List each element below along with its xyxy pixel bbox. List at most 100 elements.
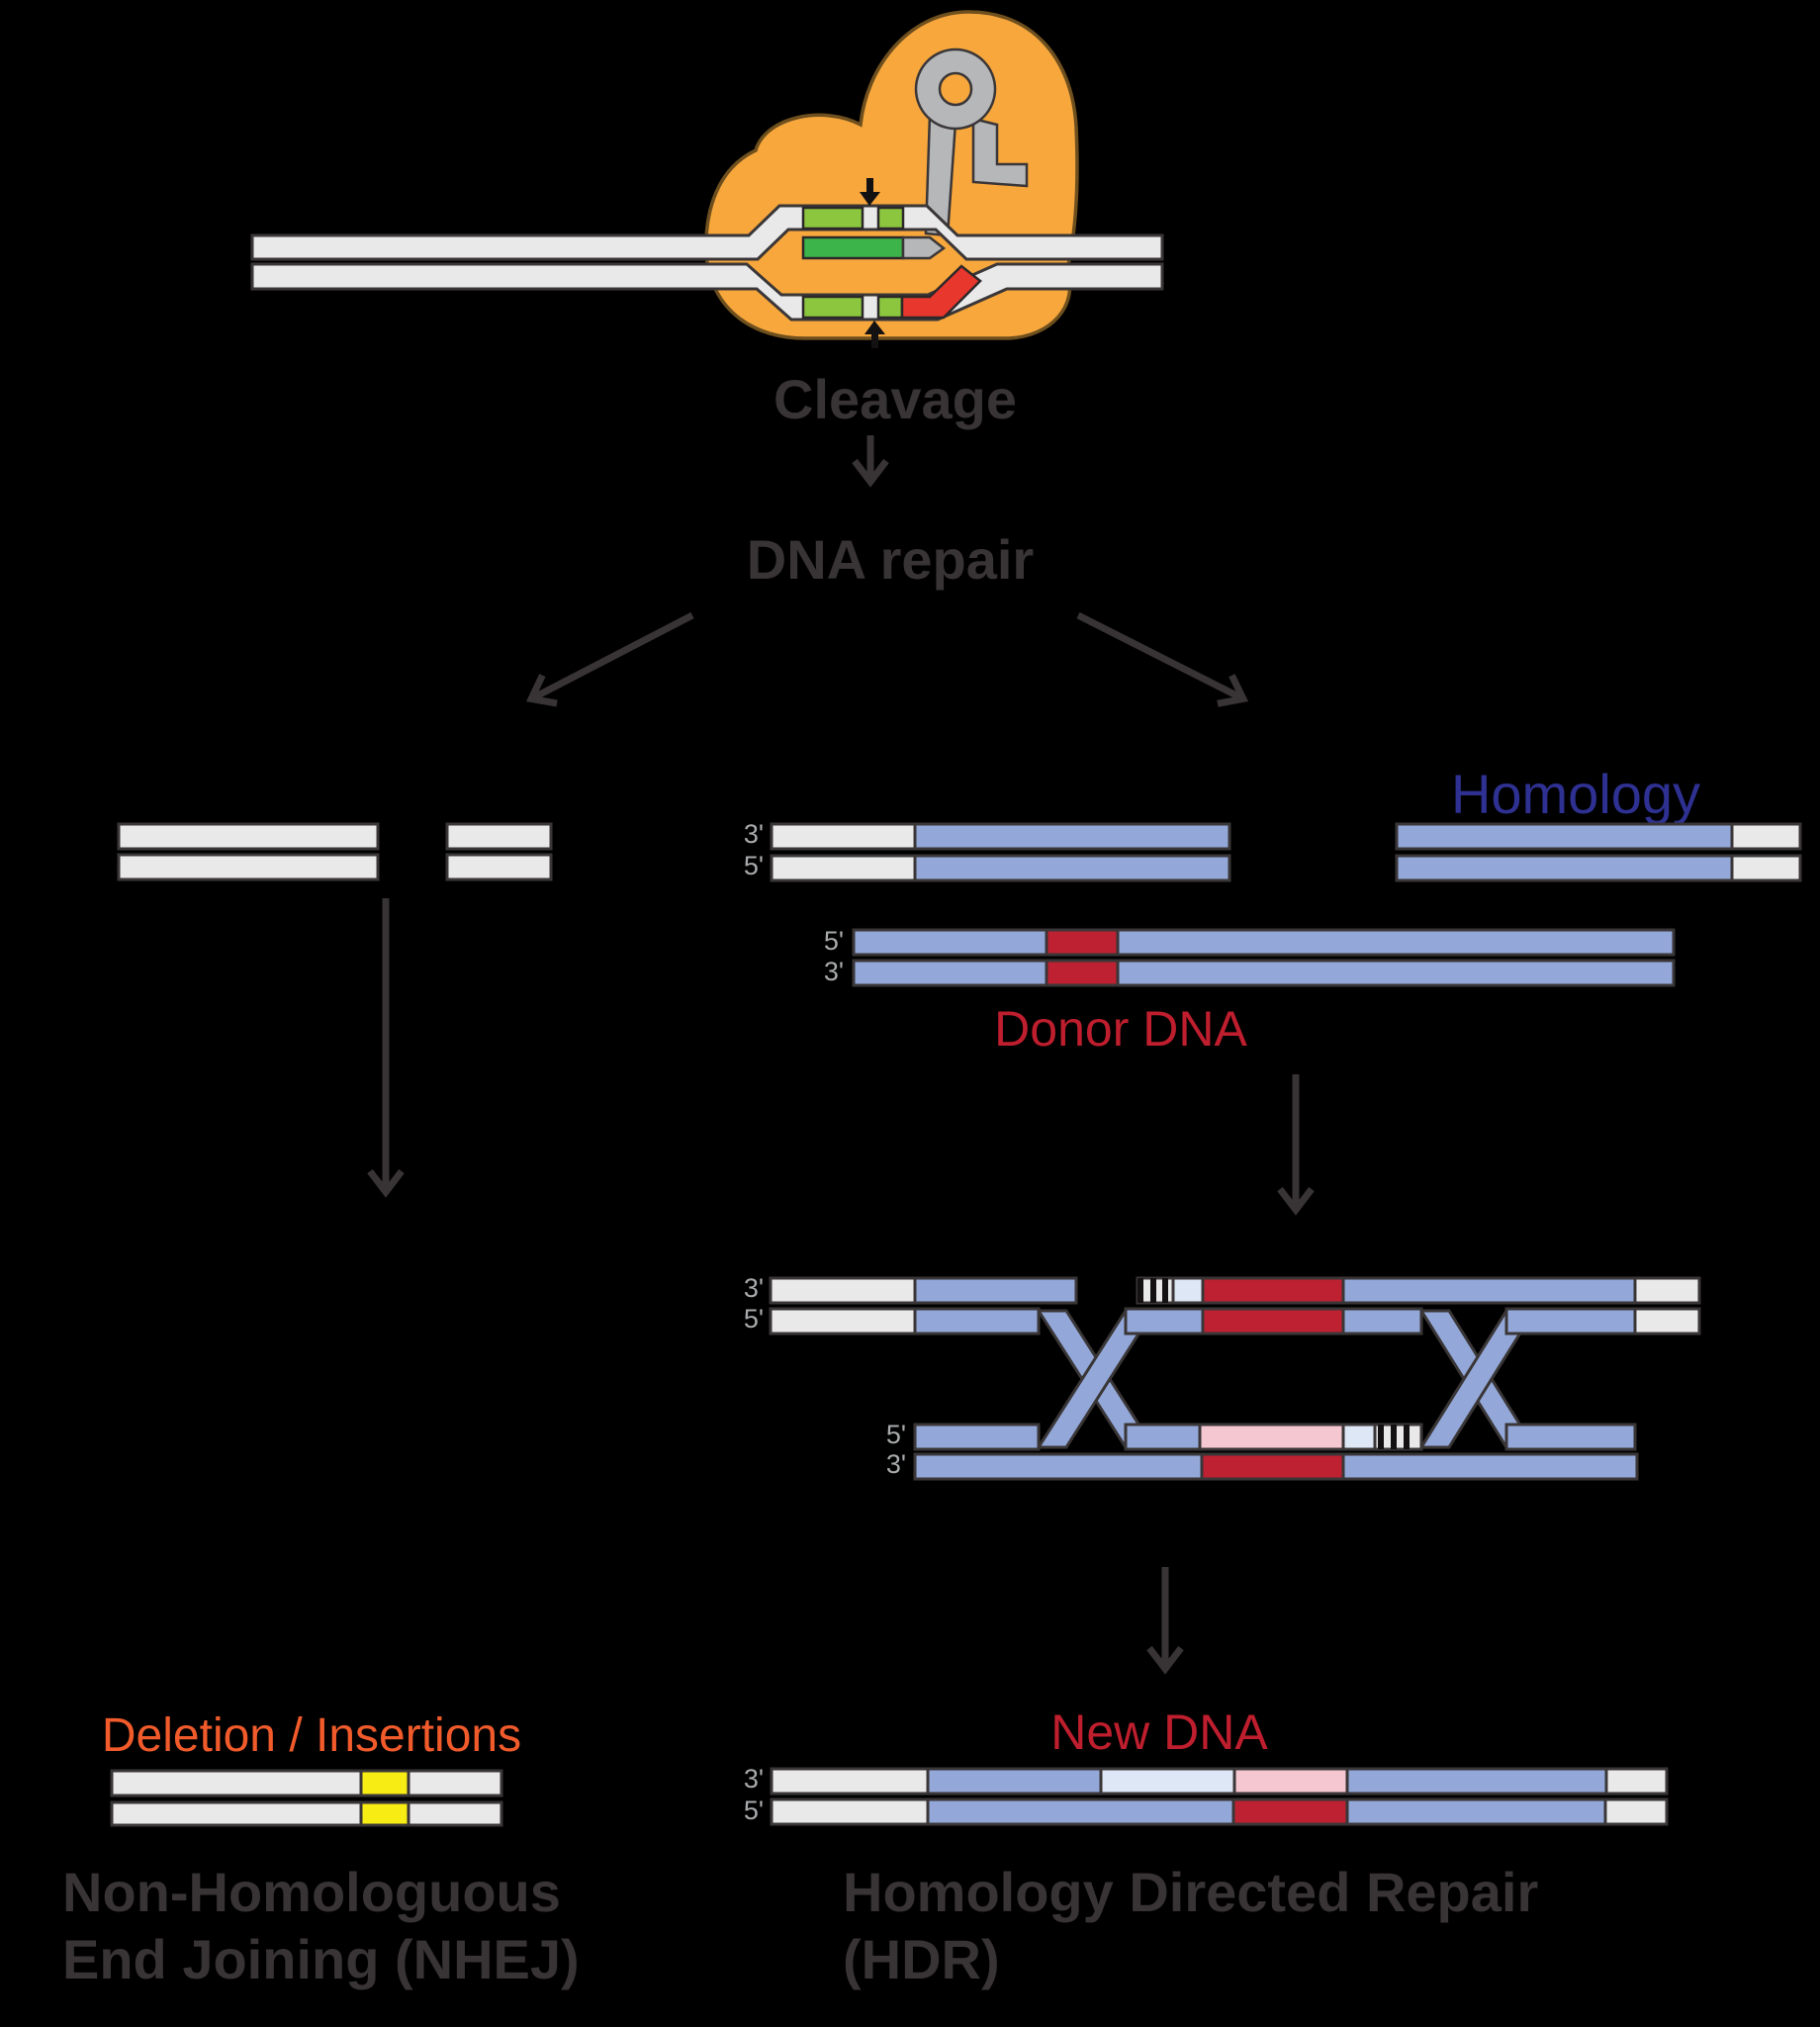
cut-site-arrow-top-icon — [860, 178, 880, 206]
segment — [1124, 1307, 1205, 1336]
sgrna-hairpin-hole — [938, 71, 973, 107]
hdr-cut-dna-row: 3' 5' — [744, 819, 1802, 882]
guide-match-top-right — [876, 206, 905, 230]
arrow-to-nhej-branch — [525, 611, 694, 707]
broken-dna-right-bottom — [445, 853, 553, 881]
segment — [1504, 1423, 1637, 1451]
donor-dna-label: Donor DNA — [994, 1001, 1247, 1057]
segment — [1200, 1452, 1345, 1481]
segment — [1395, 854, 1734, 882]
rna-dna-duplex — [801, 235, 905, 260]
segment — [1045, 928, 1120, 957]
sgrna-3prime-cap-icon — [901, 235, 947, 260]
prime-label: 3' — [824, 957, 844, 986]
segment — [1504, 1307, 1637, 1336]
homology-label: Homology — [1451, 763, 1700, 825]
nick-hatch — [1162, 1278, 1168, 1303]
segment — [1345, 1767, 1608, 1796]
segment — [1124, 1423, 1202, 1451]
cas9-complex — [250, 10, 1164, 348]
segment — [769, 1307, 917, 1336]
segment — [1730, 822, 1802, 851]
cut-site-arrow-bottom-icon — [864, 321, 885, 348]
nhej-title-line2: End Joining (NHEJ) — [62, 1928, 580, 1990]
broken-dna-left-bottom — [117, 853, 380, 881]
segment — [1171, 1276, 1205, 1305]
segment — [913, 1423, 1041, 1451]
hdr-title-line1: Homology Directed Repair — [843, 1861, 1538, 1923]
segment — [1345, 1797, 1607, 1826]
segment — [1116, 928, 1676, 957]
segment — [1730, 854, 1802, 882]
dna-strand-top — [250, 204, 1164, 261]
segment — [1341, 1307, 1423, 1336]
new-dna-label: New DNA — [1050, 1705, 1268, 1760]
segment — [913, 1452, 1204, 1481]
segment — [913, 854, 1231, 882]
prime-label: 3' — [744, 819, 764, 849]
segment — [1116, 959, 1676, 987]
segment — [1633, 1276, 1701, 1305]
segment — [1341, 1276, 1637, 1305]
nhej-title-line1: Non-Homologuous — [62, 1861, 561, 1923]
prime-label: 5' — [744, 1304, 764, 1334]
prime-label: 5' — [886, 1420, 906, 1449]
segment — [1341, 1423, 1377, 1451]
segment — [913, 1307, 1041, 1336]
segment — [770, 1767, 930, 1796]
nhej-bar-top — [110, 1769, 503, 1797]
segment — [1099, 1767, 1236, 1796]
segment — [770, 1797, 930, 1826]
hdr-title-line2: (HDR) — [843, 1928, 1000, 1990]
prime-label: 5' — [744, 1796, 764, 1825]
broken-dna-left-top — [117, 822, 380, 851]
prime-label: 3' — [886, 1449, 906, 1479]
segment — [1633, 1307, 1701, 1336]
segment — [1231, 1797, 1349, 1826]
prime-label: 5' — [824, 926, 844, 956]
donor-dna-row: 5' 3' — [824, 926, 1676, 987]
prime-label: 3' — [744, 1273, 764, 1303]
nhej-result-dna — [110, 1769, 503, 1827]
segment — [769, 1276, 917, 1305]
prime-label: 5' — [744, 851, 764, 880]
nick-hatch — [1391, 1425, 1397, 1449]
segment — [913, 822, 1231, 851]
segment — [1341, 1452, 1639, 1481]
hdr-intermediate: 3' 5' 5' 3' — [744, 1273, 1701, 1481]
broken-dna-right-top — [445, 822, 553, 851]
nhej-broken-dna — [117, 822, 553, 881]
segment — [852, 928, 1048, 957]
segment — [926, 1767, 1103, 1796]
segment — [852, 959, 1048, 987]
dna-repair-label: DNA repair — [747, 528, 1034, 591]
cleavage-label: Cleavage — [774, 368, 1017, 430]
nick-hatch — [1378, 1425, 1384, 1449]
guide-match-bottom-right — [876, 295, 904, 320]
segment — [1045, 959, 1120, 987]
segment — [913, 1276, 1078, 1305]
hdr-result-dna: 3' 5' — [744, 1764, 1669, 1826]
nhej-bar-bottom — [110, 1800, 503, 1827]
segment — [1201, 1276, 1345, 1305]
arrow-to-hdr-branch — [1076, 611, 1249, 707]
deletion-insertions-label: Deletion / Insertions — [102, 1709, 521, 1762]
segment — [1604, 1767, 1669, 1796]
sgrna-arm — [971, 117, 1029, 188]
pam-segment — [900, 264, 982, 320]
segment — [1198, 1423, 1345, 1451]
indel-segment-bottom — [359, 1800, 410, 1827]
segment — [1201, 1307, 1345, 1336]
prime-label: 3' — [744, 1764, 764, 1794]
nick-hatch — [1150, 1278, 1156, 1303]
segment — [770, 854, 917, 882]
nick-hatch — [1404, 1425, 1410, 1449]
guide-match-top-left — [801, 206, 864, 230]
segment — [1232, 1767, 1349, 1796]
nick-hatch — [1138, 1278, 1143, 1303]
segment — [926, 1797, 1235, 1826]
segment — [770, 822, 917, 851]
indel-segment-top — [359, 1769, 410, 1797]
